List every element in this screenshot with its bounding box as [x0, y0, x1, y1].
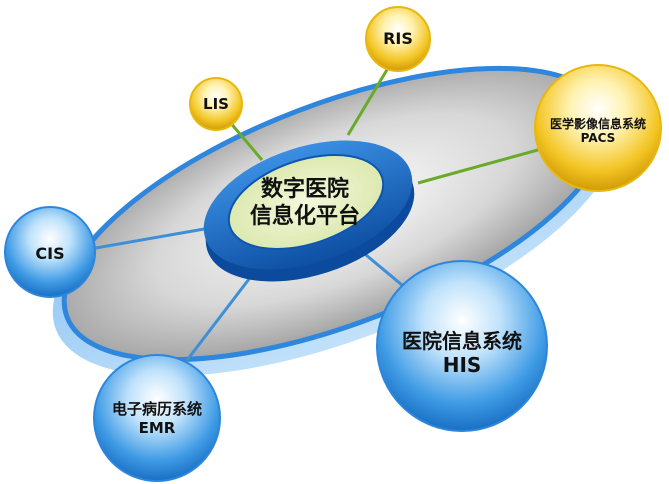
- center-label-line2: 信息化平台: [249, 204, 360, 229]
- center-label-line1: 数字医院: [260, 177, 349, 202]
- link-emr: [176, 261, 264, 373]
- ris-sphere[interactable]: [365, 6, 431, 72]
- emr-sphere[interactable]: [93, 354, 221, 482]
- center-platform: [203, 140, 415, 282]
- pacs-sphere[interactable]: [534, 64, 662, 192]
- link-cis: [89, 226, 211, 251]
- link-pacs: [417, 146, 546, 185]
- his-sphere[interactable]: [376, 260, 548, 432]
- cis-sphere[interactable]: [4, 206, 96, 298]
- center-platform-label: 数字医院 信息化平台: [225, 168, 385, 238]
- link-ris: [346, 57, 396, 136]
- lis-sphere[interactable]: [189, 77, 243, 131]
